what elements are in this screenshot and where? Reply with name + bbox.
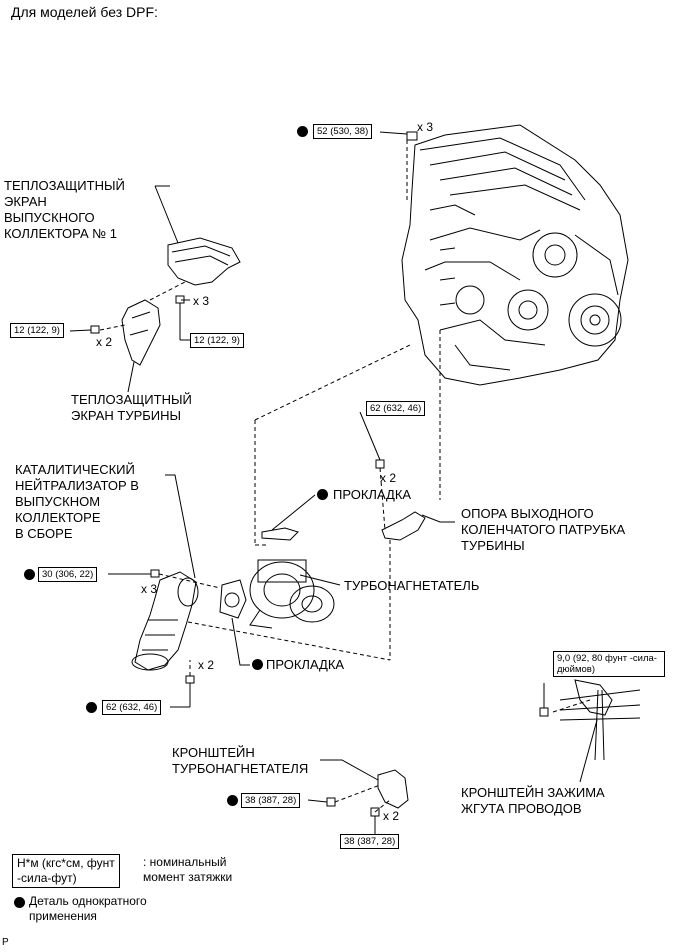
torque-turbo-bracket-bolt: 38 (387, 28) [340,834,400,849]
qty-manifold-nut: x 3 [141,582,158,596]
elbow-bracket-part [381,511,426,541]
legend-spec-desc: : номинальный момент затяжки [143,855,233,884]
turbo-heat-insulator-part [121,299,161,366]
nonreusable-marker [86,702,97,713]
qty-turbo-bracket-bolt: x 2 [383,809,400,823]
nonreusable-marker [297,126,308,137]
torque-manifold-nut: 30 (306, 22) [38,567,98,582]
label-heat-insulator-1: ТЕПЛОЗАЩИТНЫЙ ЭКРАН ВЫПУСКНОГО КОЛЛЕКТОР… [4,178,125,241]
label-harness-clamp-bracket: КРОНШТЕЙН ЗАЖИМА ЖГУТА ПРОВОДОВ [461,785,605,816]
label-turbo-heat-insulator: ТЕПЛОЗАЩИТНЫЙ ЭКРАН ТУРБИНЫ [71,392,192,423]
qty-bracket-bolt: x 2 [380,471,397,485]
heat-insulator-1-part [167,237,241,286]
nonreusable-marker [252,659,263,670]
label-turbocharger: ТУРБОНАГНЕТАТЕЛЬ [344,578,480,593]
engine-drawing [401,124,629,386]
engine-nut [406,131,418,141]
gasket-top-part [261,527,299,541]
torque-heat-ins-left: 12 (122, 9) [10,323,64,338]
nonreusable-marker [317,489,328,500]
legend-nonreusable-marker [14,897,25,908]
legend-spec-box: Н*м (кгс*см, фунт -сила-фут) [12,854,120,888]
torque-converter-nut: 62 (632, 46) [102,700,162,715]
harness-clamp-bracket-part [559,679,641,761]
qty-heat-ins-left: x 2 [96,335,113,349]
nonreusable-marker [24,569,35,580]
torque-turbo-bracket-nut: 38 (387, 28) [241,793,301,808]
nonreusable-marker [227,795,238,806]
gasket-bottom-part [219,579,247,619]
legend-nonreusable: Деталь однократного применения [29,894,147,923]
footer-code: P [2,937,9,948]
label-gasket-bottom: ПРОКЛАДКА [266,657,345,672]
torque-harness-bolt: 9,0 (92, 80 фунт -сила-дюймов) [553,651,665,677]
torque-bracket-bolt: 62 (632, 46) [366,401,426,416]
label-catalytic-converter: КАТАЛИТИЧЕСКИЙ НЕЙТРАЛИЗАТОР В ВЫПУСКНОМ… [15,462,139,541]
qty-converter-nut: x 2 [198,658,215,672]
page-header: Для моделей без DPF: [11,4,158,20]
label-turbo-bracket: КРОНШТЕЙН ТУРБОНАГНЕТАТЕЛЯ [172,745,309,776]
label-gasket-top: ПРОКЛАДКА [333,487,412,502]
turbocharger-part [249,559,341,629]
turbo-bracket-part [377,769,409,809]
torque-heat-ins-right: 12 (122, 9) [190,333,244,348]
torque-engine-nut: 52 (530, 38) [313,124,373,139]
qty-heat-ins-right: x 3 [193,294,210,308]
label-elbow-bracket: ОПОРА ВЫХОДНОГО КОЛЕНЧАТОГО ПАТРУБКА ТУР… [461,506,626,553]
qty-engine-nut: x 3 [417,120,434,134]
